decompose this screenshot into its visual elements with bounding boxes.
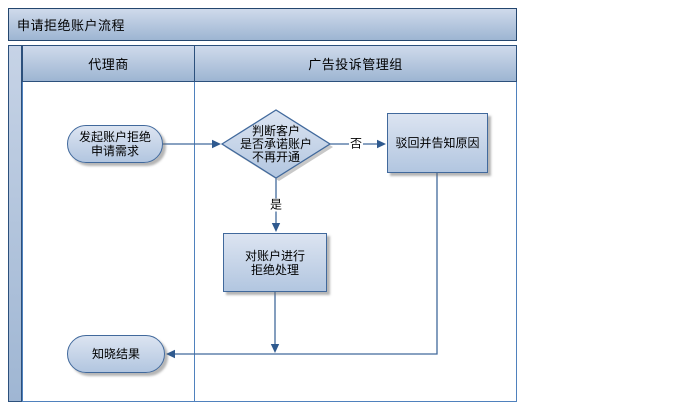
start-label: 发起账户拒绝 申请需求 (78, 130, 151, 158)
diagram-title-bar: 申请拒绝账户流程 (8, 8, 517, 41)
phase-band (8, 45, 22, 402)
lane-header-ad-complaint-group: 广告投诉管理组 (194, 45, 517, 82)
lane-label-agent: 代理商 (88, 57, 129, 72)
lane-label-ad-complaint-group: 广告投诉管理组 (308, 57, 403, 72)
reject-process-box: 驳回并告知原因 (387, 113, 488, 173)
process-label: 对账户进行 拒绝处理 (244, 248, 305, 277)
start-terminator: 发起账户拒绝 申请需求 (67, 125, 163, 163)
edge-label-no: 否 (348, 136, 364, 151)
edge-label-yes: 是 (268, 197, 284, 212)
lane-header-agent: 代理商 (22, 45, 195, 82)
reject-label: 驳回并告知原因 (395, 136, 480, 150)
decision-node: 判断客户 是否承诺账户 不再开通 (222, 110, 330, 178)
diagram-title: 申请拒绝账户流程 (17, 18, 126, 33)
end-terminator: 知晓结果 (67, 335, 165, 373)
decision-label: 判断客户 是否承诺账户 不再开通 (239, 123, 312, 164)
handle-rejection-box: 对账户进行 拒绝处理 (223, 233, 327, 292)
lane-divider (194, 82, 195, 402)
end-label: 知晓结果 (91, 347, 140, 361)
